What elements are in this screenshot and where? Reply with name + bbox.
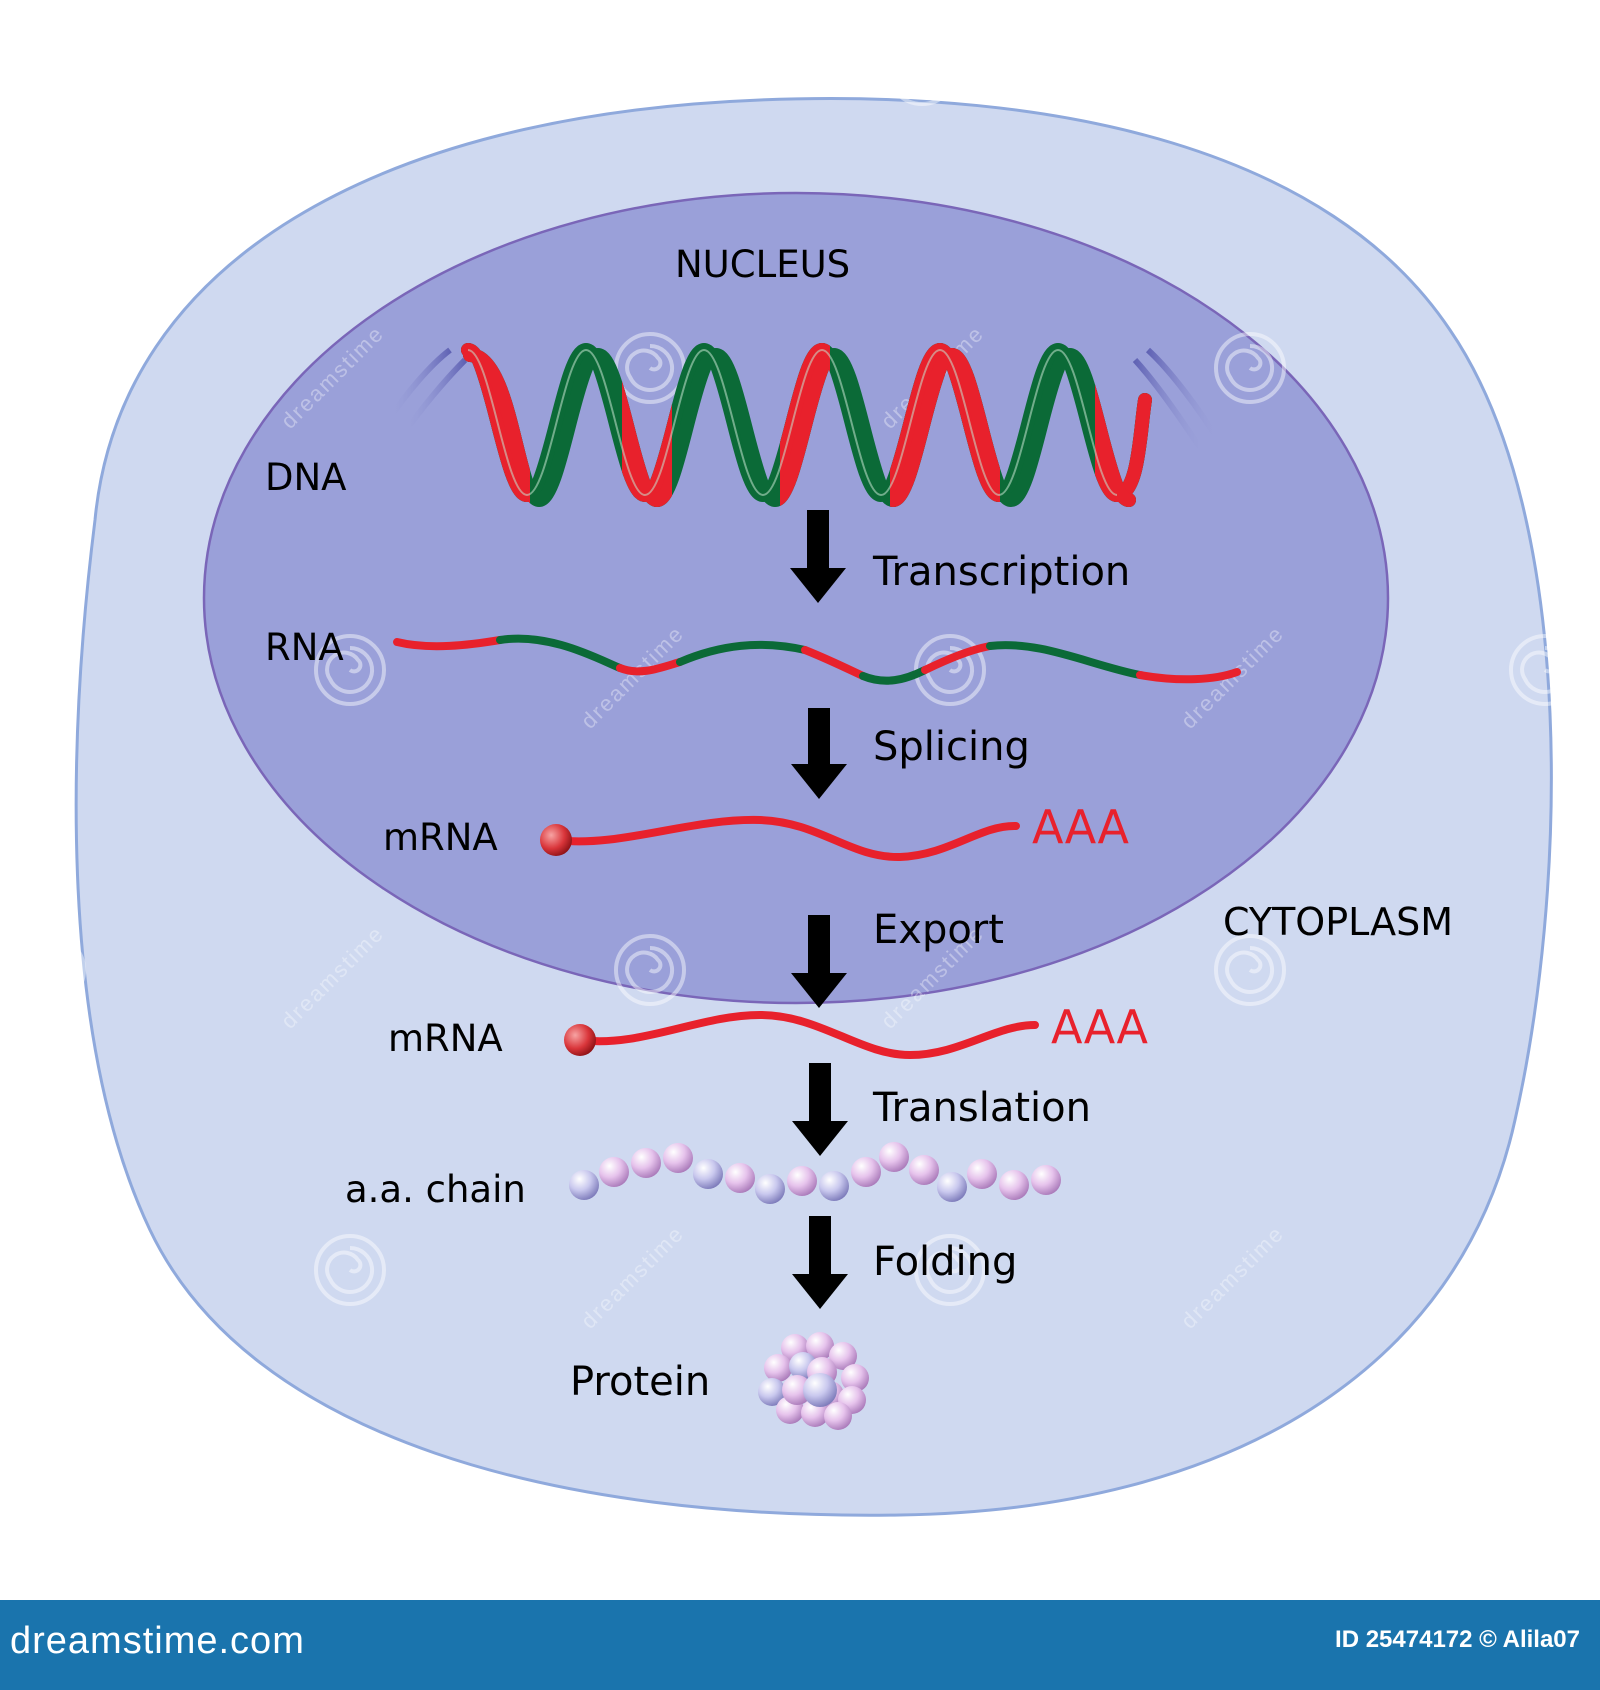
transcription-arrow [790,510,846,603]
export-label: Export [873,907,1004,953]
rna-strand [393,634,1241,685]
rna-label: RNA [265,626,344,669]
export-arrow [791,915,847,1008]
mrna-5prime-cap [540,824,572,856]
poly-a-tail-nuclear: AAA [1032,800,1129,854]
mrna-nuclear-label: mRNA [383,816,498,859]
transcription-label: Transcription [872,549,1130,595]
dna-double-helix [387,342,1221,508]
translation-label: Translation [872,1085,1091,1131]
folding-label: Folding [873,1239,1017,1285]
folding-arrow [792,1216,848,1309]
svg-text:dreamstime: dreamstime [1176,20,1289,133]
mrna-nuclear-strand [540,815,1020,862]
nucleus-label: NUCLEUS [675,243,850,286]
folded-protein [758,1332,869,1430]
footer-bar: dreamstime.com ID 25474172 © Alila07 [0,1600,1600,1690]
poly-a-tail-cytoplasmic: AAA [1051,1000,1148,1054]
mrna-5prime-cap [564,1024,596,1056]
mrna-cytoplasmic-label: mRNA [388,1017,503,1060]
footer-image-credit: ID 25474172 © Alila07 [1335,1626,1580,1653]
aa-chain-label: a.a. chain [345,1168,526,1211]
mrna-cytoplasmic-strand [564,1010,1039,1060]
splicing-arrow [791,708,847,799]
cytoplasm-label: CYTOPLASM [1223,900,1453,944]
dna-label: DNA [265,456,346,499]
gene-expression-diagram: dreamstime dreamstime dreamstime dreamst… [14,20,1581,1591]
splicing-label: Splicing [873,724,1030,770]
footer-site-name: dreamstime.com [10,1620,305,1662]
nucleus [202,191,1390,1005]
translation-arrow [792,1063,848,1156]
protein-label: Protein [570,1359,710,1405]
amino-acid-chain [569,1142,1061,1204]
